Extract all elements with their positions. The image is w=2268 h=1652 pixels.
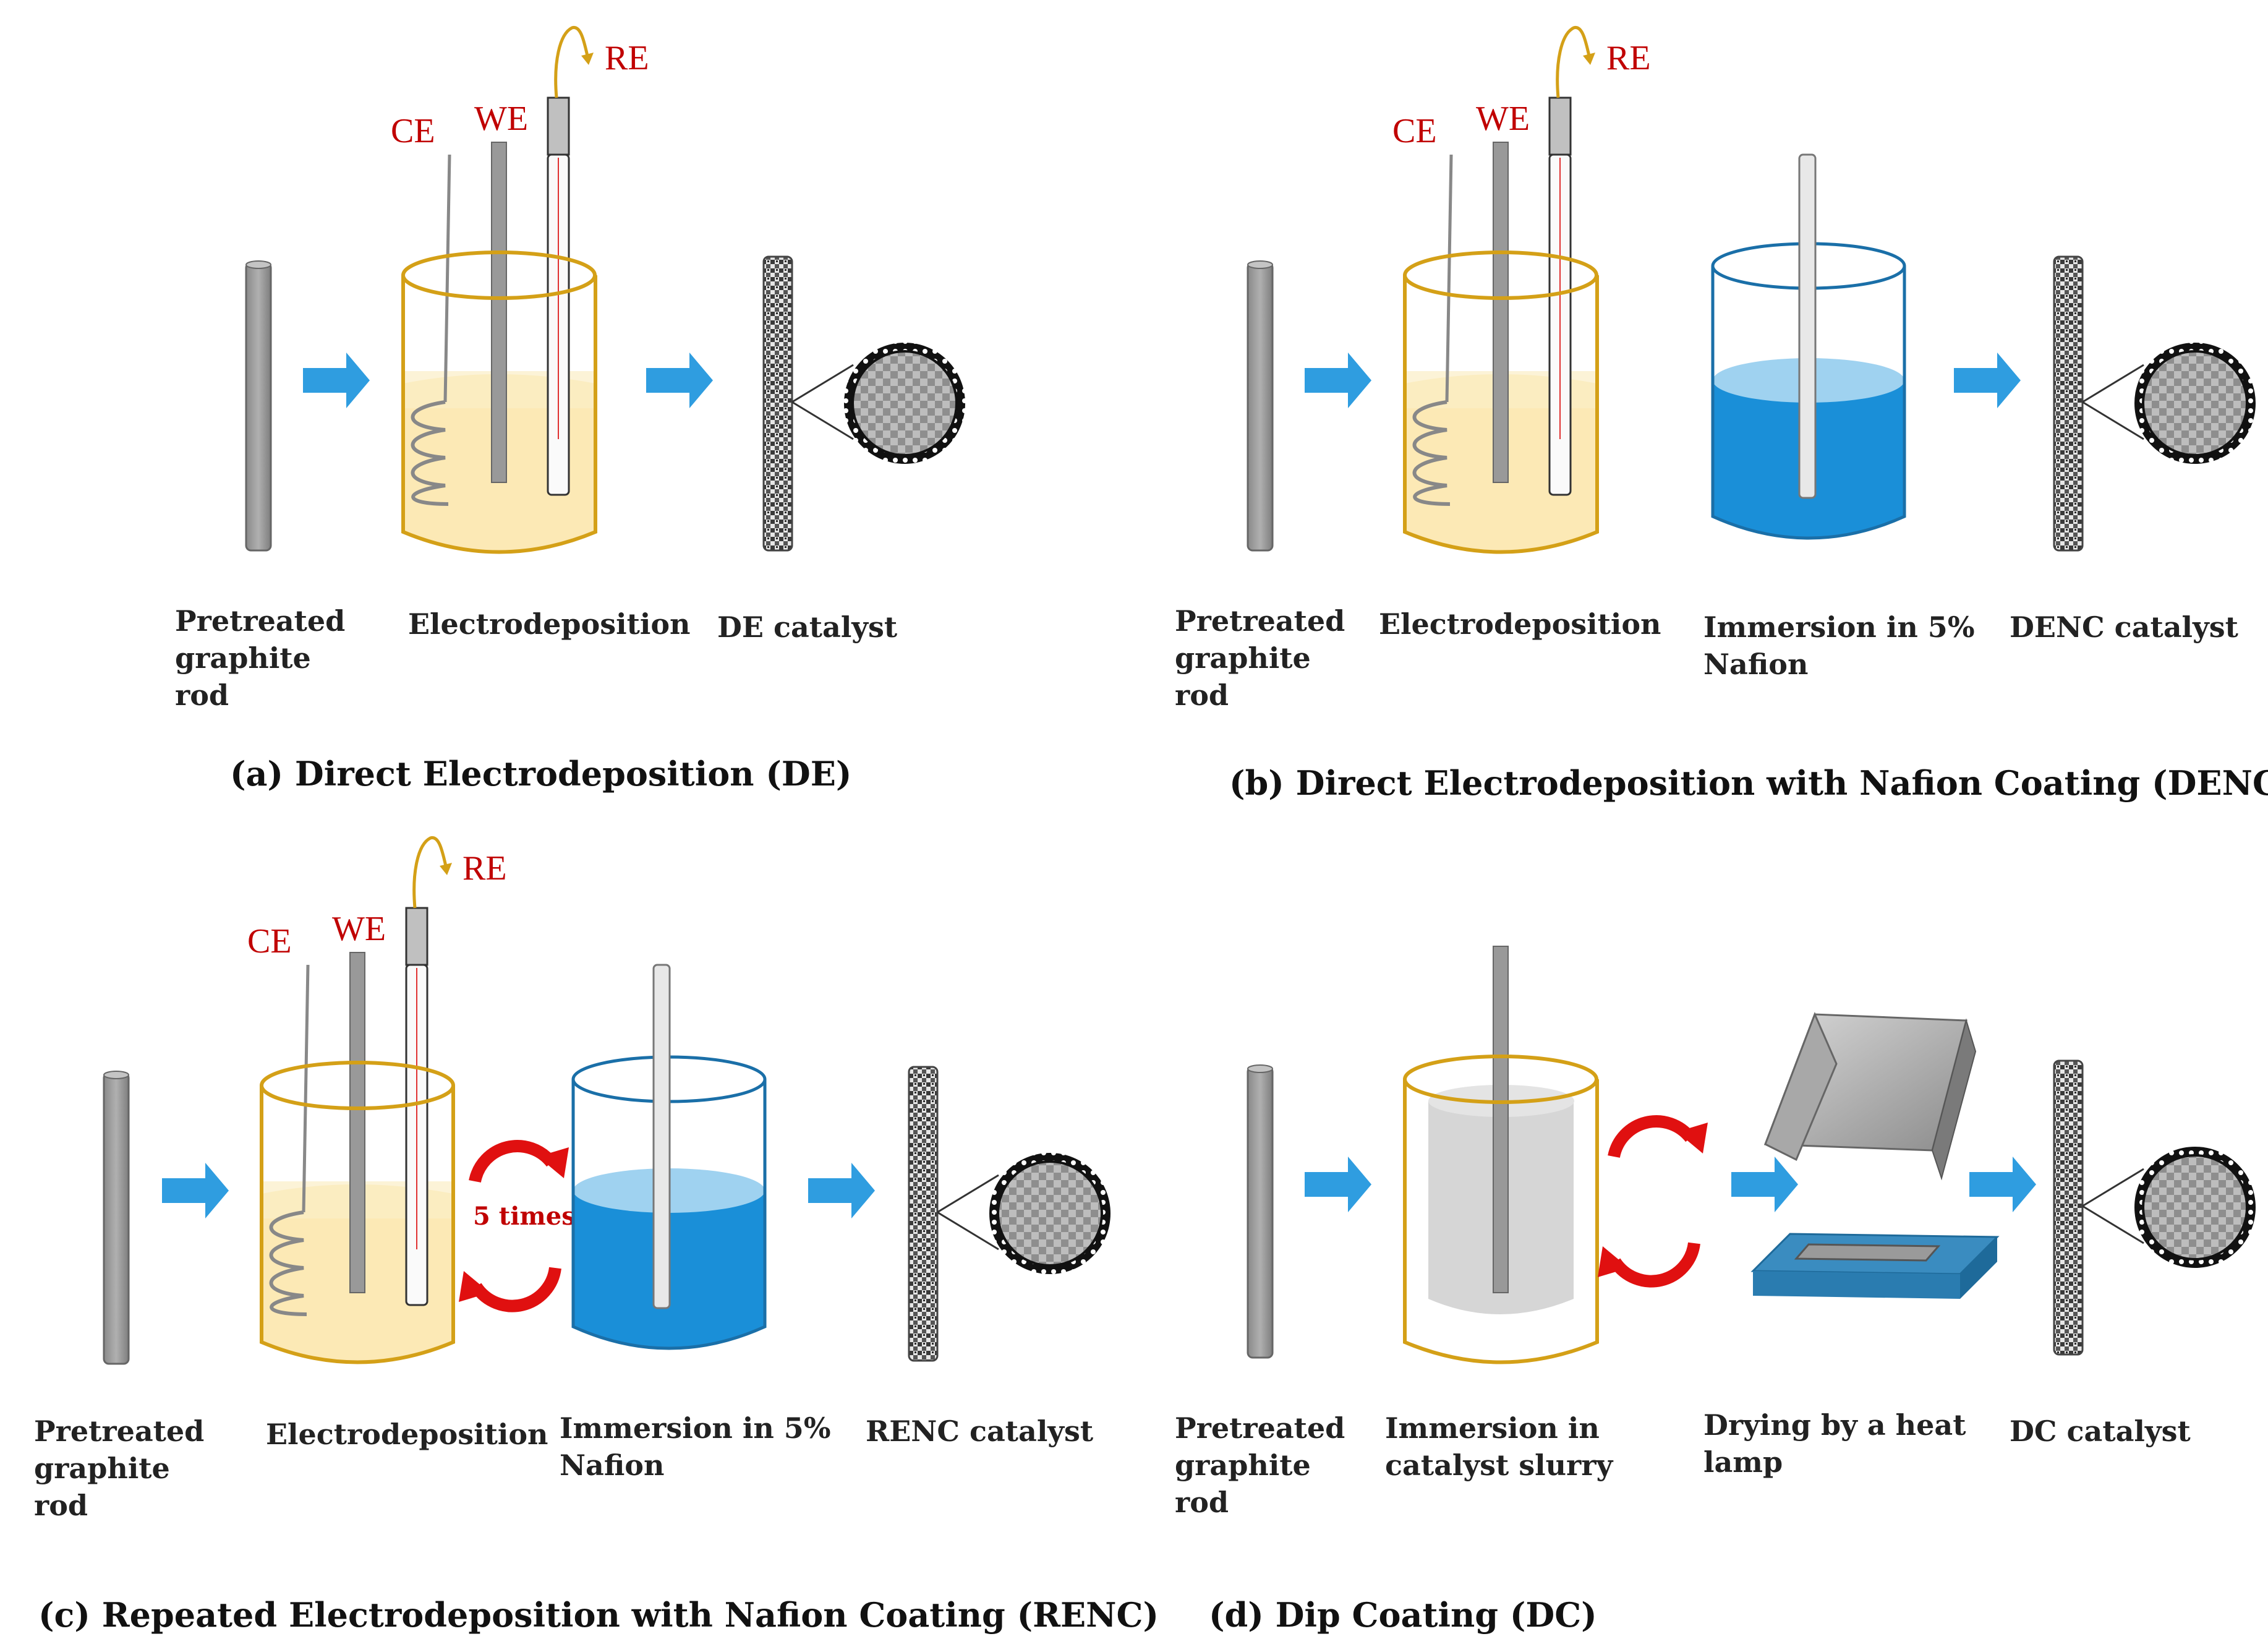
label-dc-catalyst: DC catalyst xyxy=(2010,1414,2191,1448)
re-label: RE xyxy=(605,39,649,77)
label-pretreated-rod: Pretreated graphite rod xyxy=(1175,1411,1355,1519)
pretreated-graphite-rod xyxy=(245,260,272,552)
de-catalyst-rod xyxy=(762,255,965,552)
label-heat-lamp-drying: Drying by a heat lamp xyxy=(1703,1408,1976,1479)
panel-a: CE WE RE Pretreated graphite rod Electro… xyxy=(175,26,965,794)
caption-panel-d: (d) Dip Coating (DC) xyxy=(1209,1595,1597,1635)
label-pretreated-rod: Pretreated graphite rod xyxy=(34,1414,214,1522)
label-pretreated-rod: Pretreated graphite rod xyxy=(1175,604,1355,712)
dc-catalyst-rod xyxy=(2053,1059,2256,1356)
re-label: RE xyxy=(463,849,507,888)
slurry-beaker xyxy=(1403,946,1599,1364)
ce-label: CE xyxy=(391,112,435,150)
process-arrow xyxy=(1969,1157,2036,1212)
label-renc-catalyst: RENC catalyst xyxy=(866,1414,1094,1448)
label-nafion-immersion: Immersion in 5% Nafion xyxy=(560,1411,841,1482)
pretreated-graphite-rod xyxy=(103,1071,130,1365)
renc-catalyst-rod xyxy=(908,1066,1111,1362)
electrodeposition-cell: CE WE RE xyxy=(1392,26,1651,554)
pretreated-graphite-rod xyxy=(1247,1064,1274,1359)
nafion-beaker xyxy=(1711,153,1906,540)
panel-d: Pretreated graphite rod Immersion in cat… xyxy=(1175,946,2256,1635)
caption-panel-c: (c) Repeated Electrodeposition with Nafi… xyxy=(38,1595,1159,1635)
we-label: WE xyxy=(474,100,528,138)
re-label: RE xyxy=(1606,39,1651,77)
label-electrodeposition: Electrodeposition xyxy=(408,607,690,641)
label-electrodeposition: Electrodeposition xyxy=(1379,607,1661,641)
caption-panel-b: (b) Direct Electrodeposition with Nafion… xyxy=(1229,763,2268,803)
repeat-cycle-icon xyxy=(459,1140,569,1312)
electrodeposition-cell: CE WE RE xyxy=(247,836,507,1364)
process-arrow xyxy=(646,353,713,408)
nafion-beaker xyxy=(571,964,767,1350)
label-de-catalyst: DE catalyst xyxy=(717,610,898,644)
process-arrow xyxy=(1954,353,2021,408)
label-electrodeposition: Electrodeposition xyxy=(266,1418,548,1451)
label-slurry-immersion: Immersion in catalyst slurry xyxy=(1385,1411,1614,1482)
process-arrow xyxy=(808,1163,875,1218)
pretreated-graphite-rod xyxy=(1247,260,1274,552)
we-label: WE xyxy=(332,910,386,948)
label-denc-catalyst: DENC catalyst xyxy=(2010,610,2239,644)
process-arrow xyxy=(1305,1157,1371,1212)
process-arrow xyxy=(1305,353,1371,408)
process-arrow xyxy=(162,1163,229,1218)
we-label: WE xyxy=(1476,100,1530,138)
panel-b: CE WE RE Pretreated graphite rod Electro… xyxy=(1175,26,2268,803)
repeat-count: 5 times xyxy=(473,1202,576,1231)
denc-catalyst-rod xyxy=(2053,255,2256,552)
repeat-cycle-icon xyxy=(1598,1115,1708,1288)
process-arrow xyxy=(303,353,370,408)
heat-lamp xyxy=(1763,1012,1977,1181)
ce-label: CE xyxy=(247,922,292,961)
label-nafion-immersion: Immersion in 5% Nafion xyxy=(1703,610,1985,681)
drying-tray xyxy=(1750,1233,2000,1299)
caption-panel-a: (a) Direct Electrodeposition (DE) xyxy=(230,754,851,794)
label-pretreated-rod: Pretreated graphite rod xyxy=(175,604,355,712)
process-arrow xyxy=(1731,1157,1798,1212)
ce-label: CE xyxy=(1392,112,1437,150)
electrodeposition-cell: CE WE RE xyxy=(391,26,649,554)
panel-c: CE WE RE 5 times Pretreated xyxy=(34,836,1159,1635)
